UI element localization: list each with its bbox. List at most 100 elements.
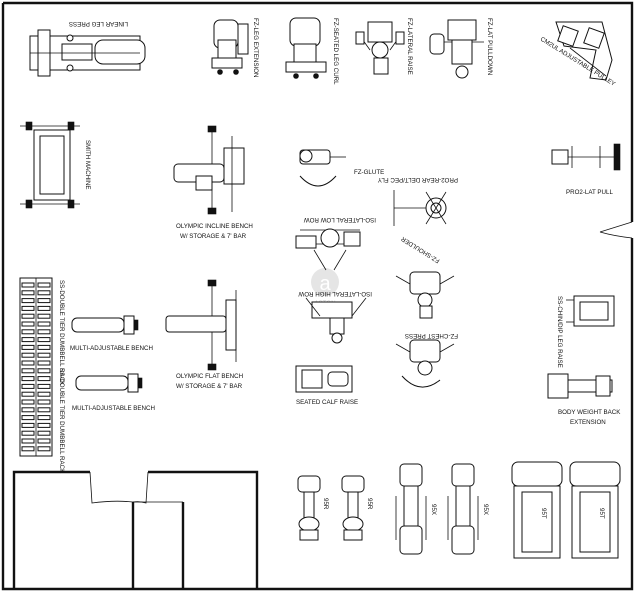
- watermark-logo: a: [319, 273, 331, 295]
- body-weight-back-extension: BODY WEIGHT BACK EXTENSION: [547, 373, 621, 426]
- dumbbell: [21, 407, 35, 413]
- dumbbell: [21, 391, 35, 397]
- label-multi-adjustable-bench-2: MULTI-ADJUSTABLE BENCH: [72, 405, 155, 412]
- label-pro2-rear-delt-pec-fly: PRO2-REAR DELT/PEC FLY: [378, 176, 458, 183]
- dumbbell: [37, 329, 51, 335]
- dumbbell: [37, 422, 51, 428]
- label-bike-1: 95R: [322, 498, 329, 510]
- dumbbell: [21, 376, 35, 382]
- dumbbell: [37, 383, 51, 389]
- iso-lateral-low-row: ISO-LATERAL LOW ROW: [295, 216, 376, 271]
- label-body-weight-back-extension-1: BODY WEIGHT BACK: [558, 409, 621, 416]
- dumbbell: [21, 438, 35, 444]
- dumbbell: [37, 290, 51, 296]
- treadmill-1: 95T: [511, 461, 563, 559]
- dumbbell: [37, 298, 51, 304]
- label-ss-double-tier-dumbbell-rack-2: SS-DOUBLE TIER DUMBBELL RACK: [58, 368, 65, 474]
- dumbbell-rows: [21, 282, 51, 452]
- label-treadmill-2: 95T: [598, 508, 605, 519]
- dumbbell: [21, 337, 35, 343]
- crosstrainer-2: 95X: [447, 463, 489, 555]
- dumbbell: [37, 446, 51, 452]
- label-fz-shoulder: FZ-SHOULDER: [400, 235, 441, 265]
- seated-calf-raise: SEATED CALF RAISE: [295, 365, 358, 406]
- dumbbell: [21, 415, 35, 421]
- label-fz-lat-pulldown: FZ-LAT PULLDOWN: [486, 18, 493, 75]
- label-olympic-flat-bench-2: W/ STORAGE & 7' BAR: [176, 383, 243, 390]
- dumbbell: [21, 383, 35, 389]
- label-olympic-incline-bench-2: W/ STORAGE & 7' BAR: [180, 233, 247, 240]
- dumbbell: [21, 298, 35, 304]
- dumbbell: [37, 313, 51, 319]
- olympic-incline-bench: OLYMPIC INCLINE BENCH W/ STORAGE & 7' BA…: [173, 125, 253, 240]
- label-olympic-incline-bench-1: OLYMPIC INCLINE BENCH: [176, 223, 253, 230]
- dumbbell: [21, 422, 35, 428]
- dumbbell: [21, 282, 35, 288]
- label-seated-calf-raise: SEATED CALF RAISE: [296, 399, 358, 406]
- dumbbell: [37, 415, 51, 421]
- dumbbell: [37, 305, 51, 311]
- label-multi-adjustable-bench-1: MULTI-ADJUSTABLE BENCH: [70, 345, 153, 352]
- cm2ul-adjustable-pulley: CM2UL ADJUSTABLE PULLEY: [539, 21, 616, 88]
- label-pro2-lat-pull: PRO2-LAT PULL: [566, 189, 613, 196]
- door-swing-right: [132, 471, 149, 504]
- label-treadmill-1: 95T: [540, 508, 547, 519]
- smith-machine: SMITH MACHINE: [20, 121, 91, 209]
- label-smith-machine: SMITH MACHINE: [84, 140, 91, 190]
- label-fz-lateral-raise: FZ-LATERAL RAISE: [406, 18, 413, 75]
- label-ss-double-tier-dumbbell-rack-1: SS-DOUBLE TIER DUMBBELL RACK: [58, 280, 65, 386]
- dumbbell: [21, 399, 35, 405]
- dumbbell: [37, 337, 51, 343]
- dumbbell: [21, 329, 35, 335]
- treadmill-2: 95T: [569, 461, 621, 559]
- label-crosstrainer-1: 95X: [430, 504, 437, 515]
- dumbbell: [37, 407, 51, 413]
- label-fz-glute: FZ-GLUTE: [354, 169, 384, 176]
- label-olympic-flat-bench-1: OLYMPIC FLAT BENCH: [176, 373, 243, 380]
- dumbbell: [37, 391, 51, 397]
- dumbbell: [21, 446, 35, 452]
- dumbbell: [21, 352, 35, 358]
- label-iso-lateral-low-row: ISO-LATERAL LOW ROW: [304, 216, 376, 223]
- dumbbell: [37, 376, 51, 382]
- label-linear-leg-press: LINEAR LEG PRESS: [69, 20, 128, 27]
- dumbbell: [21, 360, 35, 366]
- pro2-rear-delt-pec-fly: PRO2-REAR DELT/PEC FLY: [378, 176, 458, 226]
- crosstrainer-1: 95X: [395, 463, 437, 555]
- dumbbell: [37, 430, 51, 436]
- linear-leg-press: LINEAR LEG PRESS: [29, 20, 146, 77]
- door-swing-left: [89, 471, 134, 504]
- fz-lateral-raise: FZ-LATERAL RAISE: [355, 18, 413, 75]
- dumbbell: [37, 360, 51, 366]
- dumbbell: [37, 321, 51, 327]
- multi-adjustable-bench-2: MULTI-ADJUSTABLE BENCH: [72, 373, 155, 412]
- dumbbell: [21, 305, 35, 311]
- dumbbell: [21, 290, 35, 296]
- pro2-lat-pull: PRO2-LAT PULL: [551, 143, 621, 196]
- label-fz-seated-leg-curl: FZ-SEATED LEG CURL: [332, 18, 339, 85]
- bike-1: 95R: [297, 475, 329, 541]
- multi-adjustable-bench-1: MULTI-ADJUSTABLE BENCH: [70, 315, 153, 352]
- dumbbell: [21, 368, 35, 374]
- dumbbell: [37, 399, 51, 405]
- dumbbell: [21, 430, 35, 436]
- fz-seated-leg-curl: FZ-SEATED LEG CURL: [285, 17, 339, 85]
- iso-lateral-high-row: ISO-LATERAL HIGH ROW: [298, 290, 372, 344]
- label-body-weight-back-extension-2: EXTENSION: [570, 419, 606, 426]
- dumbbell: [37, 344, 51, 350]
- dumbbell: [37, 438, 51, 444]
- label-ss-chin-dip-leg-raise: SS-CHIN/DIP LEG RAISE: [556, 296, 563, 368]
- ss-double-tier-dumbbell-rack: SS-DOUBLE TIER DUMBBELL RACK SS-DOUBLE T…: [19, 277, 65, 474]
- fz-chest-press: FZ-CHEST PRESS: [395, 332, 458, 388]
- fz-leg-extension: FZ-LEG EXTENSION: [211, 18, 259, 77]
- watermark: a ASTON: [311, 268, 339, 307]
- olympic-flat-bench: OLYMPIC FLAT BENCH W/ STORAGE & 7' BAR: [165, 279, 243, 390]
- label-iso-lateral-high-row: ISO-LATERAL HIGH ROW: [298, 290, 372, 297]
- bike-2: 95R: [341, 475, 373, 541]
- dumbbell: [37, 368, 51, 374]
- label-fz-leg-extension: FZ-LEG EXTENSION: [252, 18, 259, 77]
- dumbbell: [21, 344, 35, 350]
- fz-shoulder: FZ-SHOULDER: [395, 235, 455, 319]
